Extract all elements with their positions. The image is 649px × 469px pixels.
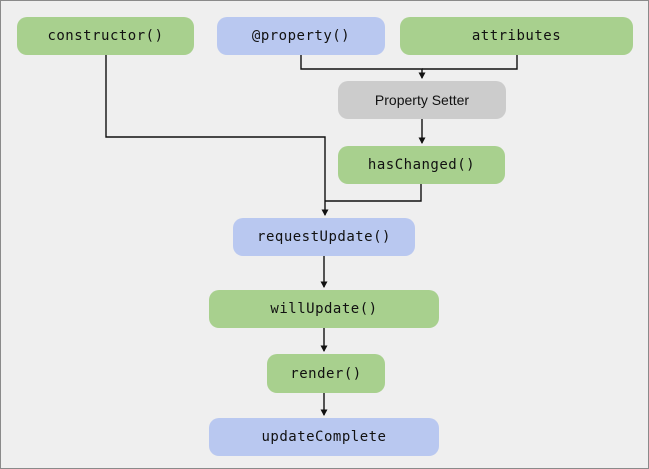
edge-constructor-to-requestupdate [105,55,329,216]
node-property-decorator: @property() [217,17,385,55]
node-attributes: attributes [400,17,633,55]
node-constructor: constructor() [17,17,194,55]
node-render: render() [267,354,385,393]
edge-haschanged-to-requestupdate [325,184,422,202]
node-haschanged: hasChanged() [338,146,505,184]
edge-attributes-to-property-setter [422,55,518,70]
node-property-setter: Property Setter [338,81,506,119]
node-willupdate: willUpdate() [209,290,439,328]
node-requestupdate: requestUpdate() [233,218,415,256]
edge-property-to-property-setter [300,55,426,79]
node-updatecomplete: updateComplete [209,418,439,456]
